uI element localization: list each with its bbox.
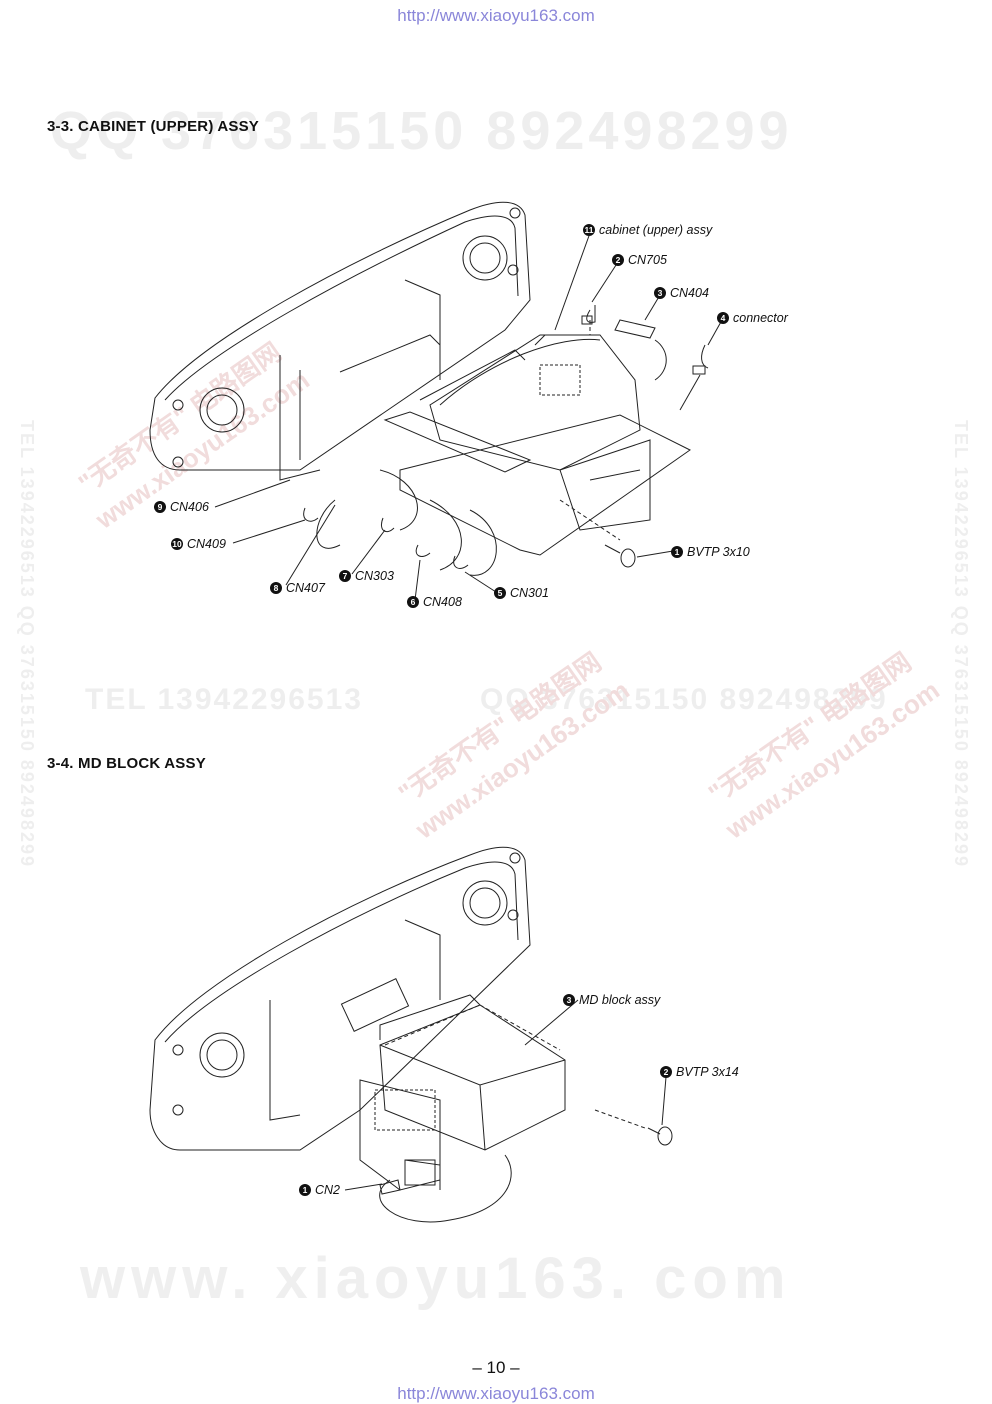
section-title-cabinet: 3-3. CABINET (UPPER) ASSY <box>47 118 259 135</box>
md-block-drawing <box>149 846 673 1223</box>
section-title-md-block: 3-4. MD BLOCK ASSY <box>47 755 206 772</box>
header-url[interactable]: http://www.xiaoyu163.com <box>397 6 595 25</box>
cabinet-upper-drawing <box>149 201 723 601</box>
footer-url[interactable]: http://www.xiaoyu163.com <box>397 1384 595 1403</box>
page-number: – 10 – <box>472 1358 520 1377</box>
